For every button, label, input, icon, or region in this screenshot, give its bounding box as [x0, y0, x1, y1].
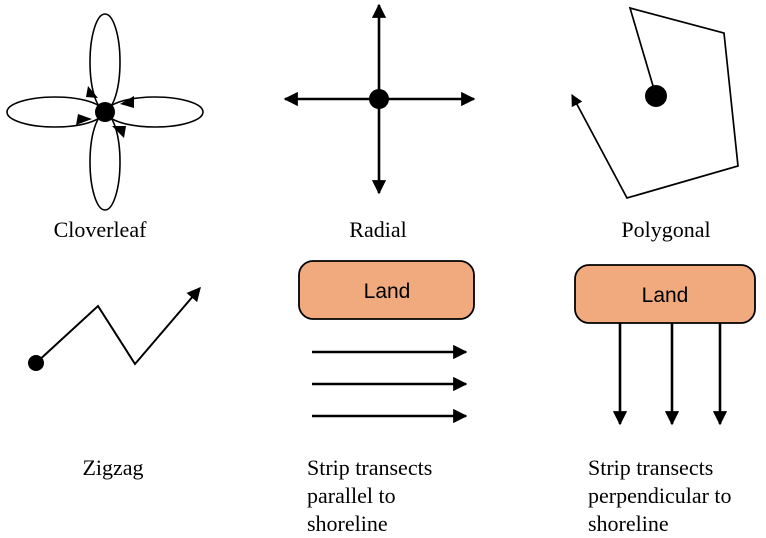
polygonal-track	[571, 6, 739, 200]
polygonal-start-dot	[645, 85, 667, 107]
radial-pattern: Radial	[283, 3, 476, 242]
strip-parallel-pattern: Land Strip transects parallel to shoreli…	[298, 260, 475, 536]
land-box	[574, 264, 756, 324]
cloverleaf-arrow-right	[120, 96, 134, 108]
strip-perpendicular-caption: Strip transects perpendicular to shoreli…	[588, 455, 737, 536]
caption-line-1: Strip transects	[307, 455, 432, 480]
cloverleaf-center-dot	[95, 102, 115, 122]
radial-caption: Radial	[349, 217, 406, 242]
polygonal-pattern: Polygonal	[571, 6, 739, 242]
cloverleaf-arrow-bottom	[112, 126, 126, 138]
cloverleaf-pattern: Cloverleaf	[6, 13, 204, 242]
radial-center-dot	[369, 89, 389, 109]
land-box	[298, 260, 475, 320]
cloverleaf-loop-left	[6, 96, 104, 128]
cloverleaf-arrow-left	[76, 114, 92, 125]
cloverleaf-arrow-top	[86, 86, 98, 98]
cloverleaf-loop-right	[106, 96, 204, 128]
cloverleaf-caption: Cloverleaf	[54, 217, 148, 242]
land-label: Land	[364, 280, 411, 303]
polygonal-caption: Polygonal	[621, 217, 710, 242]
strip-perpendicular-pattern: Land Strip transects perpendicular to sh…	[574, 264, 756, 536]
zigzag-caption: Zigzag	[82, 455, 143, 480]
zigzag-pattern: Zigzag	[28, 286, 201, 480]
zigzag-start-dot	[28, 355, 44, 371]
strip-parallel-caption: Strip transects parallel to shoreline	[307, 455, 438, 536]
land-label: Land	[642, 284, 689, 307]
zigzag-track	[35, 286, 201, 366]
caption-line-3: shoreline	[307, 511, 388, 536]
caption-line-2: perpendicular to	[588, 483, 732, 508]
caption-line-1: Strip transects	[588, 455, 713, 480]
caption-line-2: parallel to	[307, 483, 396, 508]
caption-line-3: shoreline	[588, 511, 669, 536]
